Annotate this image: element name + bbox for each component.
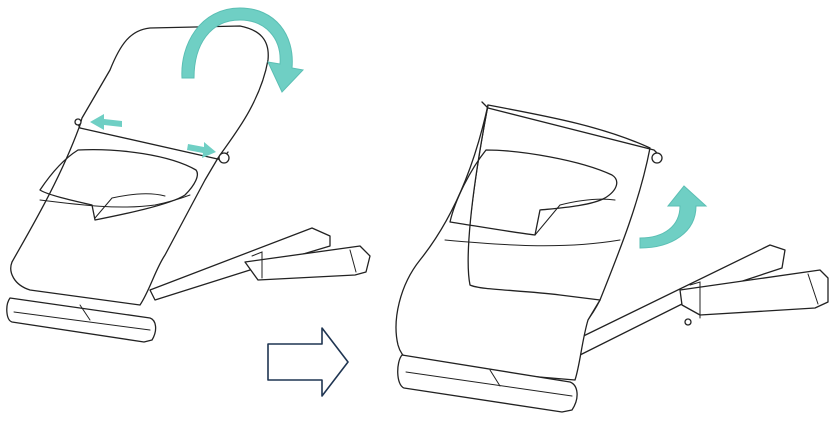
- rotate-up-arrow: [640, 186, 706, 248]
- frame-knob-left: [219, 153, 229, 163]
- bouncer-after: [396, 102, 828, 412]
- outline-right-arrow-icon: [268, 328, 348, 396]
- back-leg-left-1: [150, 228, 370, 300]
